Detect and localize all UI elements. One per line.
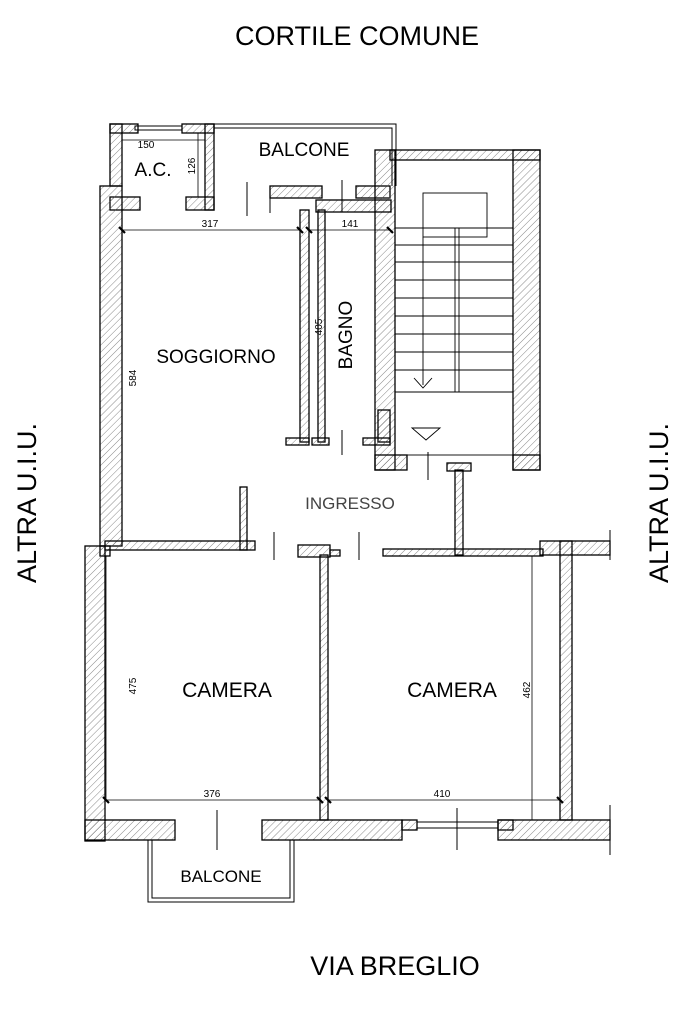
- camera-right-label: CAMERA: [407, 679, 497, 702]
- balcony-outlines: [147, 123, 499, 903]
- interior-walls: [104, 199, 544, 821]
- staircase: [394, 159, 514, 456]
- dim-ac-height: 126: [187, 157, 198, 174]
- right-neighbour-label: ALTRA U.I.U.: [644, 423, 674, 583]
- dim-camera-left-height: 475: [128, 677, 139, 694]
- dim-camera-left-width: 376: [204, 789, 221, 800]
- soggiorno-label: SOGGIORNO: [156, 347, 275, 368]
- door-marks: [134, 125, 611, 855]
- dim-bagno-height: 405: [314, 318, 325, 335]
- camera-left-label: CAMERA: [182, 679, 272, 702]
- dim-soggiorno-height: 584: [128, 369, 139, 386]
- dim-camera-right-height: 462: [522, 681, 533, 698]
- top-street-label: CORTILE COMUNE: [235, 21, 479, 51]
- dim-ac-width: 150: [138, 140, 155, 151]
- dim-camera-right-width: 410: [434, 789, 451, 800]
- ac-room-label: A.C.: [135, 160, 172, 181]
- bottom-street-label: VIA BREGLIO: [310, 951, 480, 981]
- balcone-top-label: BALCONE: [259, 140, 350, 161]
- ingresso-label: INGRESSO: [305, 494, 395, 513]
- dim-soggiorno-width: 317: [202, 219, 219, 230]
- left-neighbour-label: ALTRA U.I.U.: [12, 423, 42, 583]
- dim-bagno-width: 141: [342, 219, 359, 230]
- bagno-label: BAGNO: [336, 301, 357, 370]
- exterior-walls: [84, 123, 611, 842]
- dimension-lines: [102, 133, 564, 820]
- balcone-bottom-label: BALCONE: [180, 867, 261, 886]
